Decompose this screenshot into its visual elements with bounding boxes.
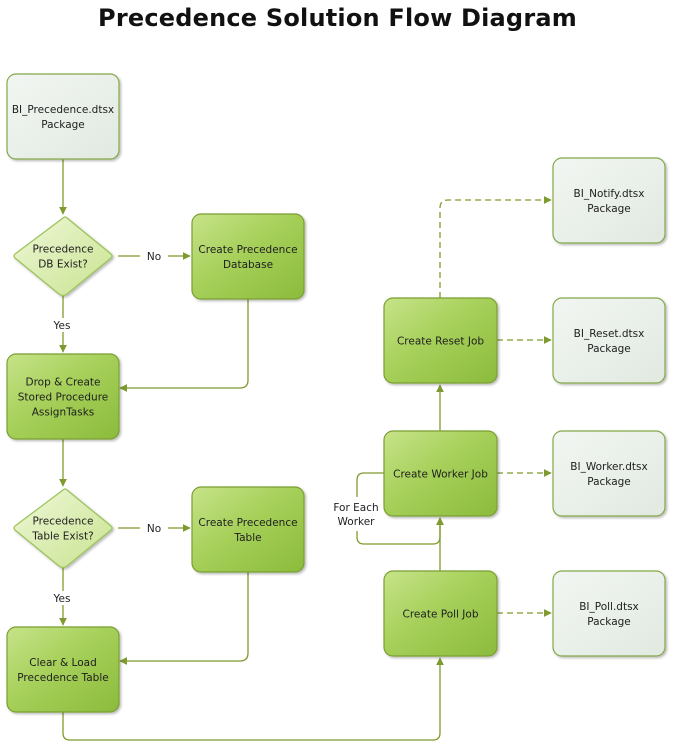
edge-create-worker-job-to-create-worker-job [356, 472, 444, 545]
edge-label-no: No [147, 251, 161, 263]
edge-create-reset-job-to-bi-notify-package [439, 196, 552, 298]
edge-clear-load-precedence-table-to-create-poll-job [62, 657, 444, 741]
package-box-shape [552, 157, 666, 244]
process-box-shape [6, 626, 120, 713]
edge-create-precedence-database-to-drop-create-stored-procedure [119, 299, 249, 392]
process-box-shape [383, 430, 498, 517]
diagram-title: Precedence Solution Flow Diagram [98, 4, 577, 32]
process-box-shape [191, 213, 305, 300]
package-box-shape [552, 430, 666, 517]
node-label: Create Worker Job [393, 469, 488, 481]
process-box-shape [191, 486, 305, 573]
process-box-shape [6, 353, 120, 440]
edge-create-precedence-table-to-clear-load-precedence-table [119, 572, 249, 665]
process-box-shape [383, 297, 498, 384]
decision-diamond-shape [13, 216, 113, 297]
process-box-shape [383, 570, 498, 657]
node-label: Create Poll Job [403, 609, 479, 621]
node-create-reset-job: Create Reset Job [383, 297, 498, 384]
package-box-shape [6, 73, 120, 160]
edge-label-yes: Yes [53, 593, 71, 605]
package-box-shape [552, 297, 666, 384]
node-create-poll-job: Create Poll Job [383, 570, 498, 657]
node-create-worker-job: Create Worker Job [383, 430, 498, 517]
decision-diamond-shape [13, 488, 113, 569]
package-box-shape [552, 570, 666, 657]
node-label: Create Reset Job [397, 336, 484, 348]
edge-label-no: No [147, 523, 161, 535]
edge-label-yes: Yes [53, 320, 71, 332]
